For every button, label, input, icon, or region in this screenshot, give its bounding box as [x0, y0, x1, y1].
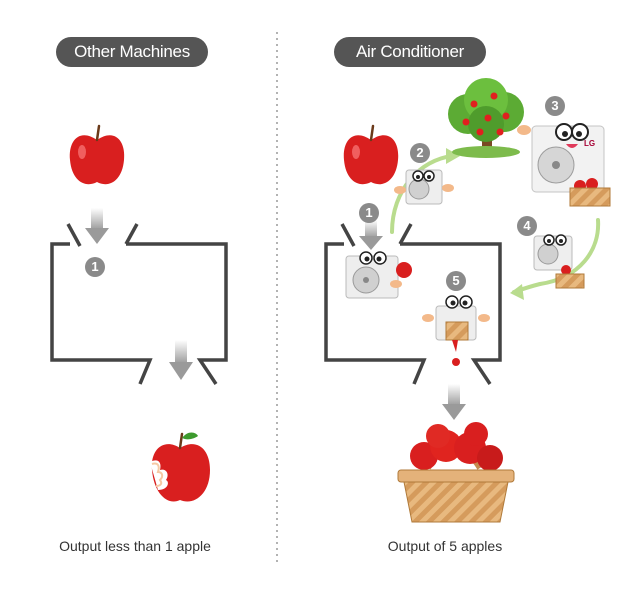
right-panel-title: Air Conditioner — [334, 37, 486, 67]
left-down-arrow-icon — [85, 208, 109, 244]
right-apple-icon — [343, 124, 399, 185]
right-output-arrow-icon — [442, 384, 466, 420]
small-basket-step3-icon — [569, 178, 611, 207]
left-machine-box — [50, 223, 228, 385]
ac-character-step4-icon — [533, 234, 585, 289]
right-step-3-badge: 3 — [545, 96, 565, 116]
right-caption: Output of 5 apples — [387, 538, 503, 554]
flow-arrowhead-2 — [510, 284, 524, 300]
left-apple-icon — [69, 124, 125, 185]
ac-character-step5-icon — [422, 295, 490, 366]
left-bitten-apple-icon — [150, 432, 210, 502]
apple-basket-icon — [397, 422, 515, 523]
apple-tree-icon — [448, 78, 524, 158]
right-step-1-badge: 1 — [359, 203, 379, 223]
ac-character-step1-icon — [345, 251, 412, 299]
lg-outdoor-unit-icon: LG — [517, 123, 605, 193]
right-down-arrow-icon — [359, 220, 383, 250]
flow-arrowhead-1 — [446, 148, 460, 164]
left-caption: Output less than 1 apple — [59, 538, 211, 554]
left-step-1-badge: 1 — [85, 257, 105, 277]
right-step-2-badge: 2 — [410, 143, 430, 163]
lg-logo: LG — [584, 139, 595, 148]
ac-character-step2-icon — [394, 169, 454, 205]
left-panel-title: Other Machines — [56, 37, 208, 67]
right-step-4-badge: 4 — [517, 216, 537, 236]
right-step-5-badge: 5 — [446, 271, 466, 291]
right-machine-box — [324, 223, 502, 385]
left-exit-arrow-icon — [169, 340, 193, 380]
